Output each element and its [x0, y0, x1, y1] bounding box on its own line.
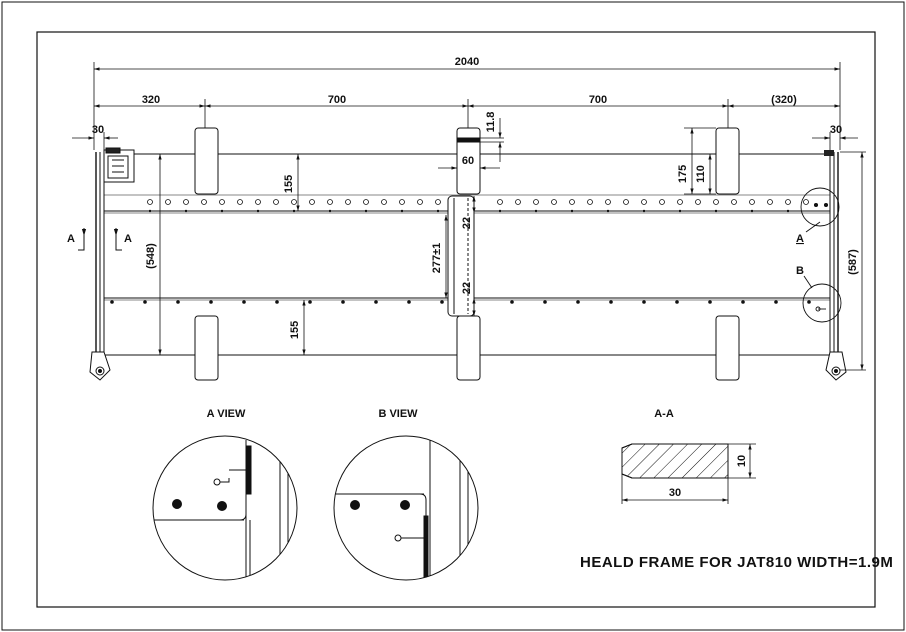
- b-view-label: B VIEW: [378, 408, 418, 420]
- section-view-label: A-A: [654, 408, 674, 420]
- top-rail-holes-inner: [148, 209, 790, 213]
- dim-gap-top: 22: [461, 217, 473, 229]
- top-rail-holes: [147, 199, 809, 205]
- dim-overall-width: 2040: [455, 56, 479, 68]
- dim-right-height-outer: 175: [677, 165, 689, 183]
- bottom-left-hook: [89, 351, 111, 381]
- drawing-title: HEALD FRAME FOR JAT810 WIDTH=1.9M: [580, 554, 893, 571]
- section-mark-right: A: [124, 233, 132, 245]
- bottom-rail-holes: [110, 300, 811, 304]
- dim-center-width: 60: [462, 155, 474, 167]
- detail-circles: [800, 187, 842, 323]
- section-dim-width: 30: [669, 487, 681, 499]
- dim-span-right: 700: [589, 94, 607, 106]
- section-view-profile: [621, 443, 756, 504]
- vertical-dimensions: [158, 118, 866, 371]
- dim-right-offset: (320): [771, 94, 797, 106]
- dim-inner-height: (548): [145, 243, 157, 269]
- dim-gap-bottom: 22: [461, 282, 473, 294]
- top-right-stop: [824, 150, 834, 156]
- detail-b-callout: B: [796, 265, 804, 277]
- dim-left-offset: 320: [142, 94, 160, 106]
- bottom-right-hook: [825, 351, 847, 381]
- section-dim-height: 10: [736, 455, 748, 467]
- top-left-clip: [103, 147, 135, 183]
- dim-edge-right: 30: [830, 124, 842, 136]
- dim-center-thickness: 11.8: [485, 112, 497, 133]
- section-mark-left: A: [67, 233, 75, 245]
- detail-a-callout: A: [796, 233, 804, 245]
- frame-supports: [194, 127, 740, 381]
- a-view-label: A VIEW: [207, 408, 246, 420]
- dim-center-height: 277±1: [431, 243, 443, 274]
- dim-outer-height: (587): [847, 249, 859, 275]
- dim-span-left: 700: [328, 94, 346, 106]
- b-view-detail: [333, 435, 479, 581]
- dim-support-bottom: 155: [289, 321, 301, 339]
- dim-support-top: 155: [283, 175, 295, 193]
- dim-edge-left: 30: [92, 124, 104, 136]
- center-stiffener: [447, 127, 481, 317]
- sheet-border-inner: [36, 31, 876, 608]
- a-view-detail: [152, 435, 298, 581]
- top-dimensions: [72, 62, 858, 152]
- section-cut-marks: [78, 228, 122, 251]
- dim-right-height-inner: 110: [695, 165, 707, 183]
